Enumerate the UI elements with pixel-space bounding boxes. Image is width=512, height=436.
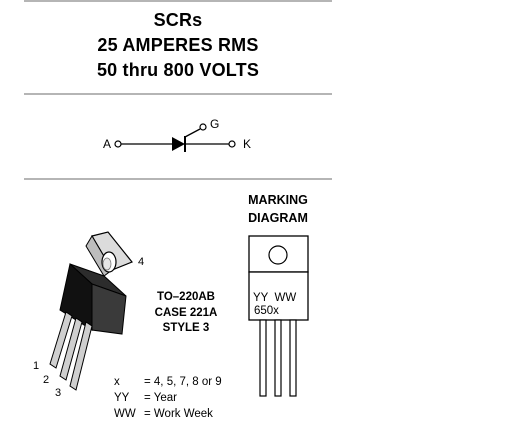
gate-terminal (199, 123, 207, 131)
legend-row-ww: WW = Work Week (114, 408, 213, 420)
legend-key: x (114, 376, 120, 388)
pin-4-label: 4 (138, 256, 145, 268)
symbol-divider (24, 178, 332, 180)
device-title: SCRs (153, 10, 203, 30)
lead-2 (59, 317, 83, 381)
package-style: STYLE 3 (162, 322, 210, 334)
legend-row-x: x = 4, 5, 7, 8 or 9 (114, 376, 222, 388)
current-rating: 25 AMPERES RMS (97, 35, 259, 55)
marking-title-2: DIAGRAM (248, 211, 308, 225)
legend-value: = 4, 5, 7, 8 or 9 (144, 376, 222, 388)
package-case: CASE 221A (154, 307, 218, 319)
header-divider (24, 93, 332, 95)
diode-triangle (172, 137, 185, 151)
pin-3-label: 3 (55, 387, 62, 399)
cathode-label: K (243, 137, 252, 151)
cathode-terminal (228, 140, 236, 148)
marking-mounting-hole (268, 245, 288, 265)
marking-part-code: 650x (254, 305, 279, 317)
legend-key: YY (114, 392, 130, 404)
pin-1-label: 1 (33, 360, 40, 372)
pin-2-label: 2 (43, 374, 50, 386)
voltage-rating: 50 thru 800 VOLTS (96, 60, 260, 80)
marking-lead-1 (259, 319, 267, 397)
marking-title-1: MARKING (248, 193, 308, 207)
legend-key: WW (114, 408, 136, 420)
marking-lead-3 (289, 319, 297, 397)
package-type: TO–220AB (157, 291, 215, 303)
package-body-side (91, 283, 127, 335)
gate-wire (184, 128, 201, 138)
legend-value: = Work Week (144, 408, 213, 420)
top-divider (24, 0, 332, 2)
legend-row-yy: YY = Year (114, 392, 177, 404)
legend-value: = Year (144, 392, 177, 404)
lead-1 (49, 311, 73, 369)
marking-lead-2 (274, 319, 282, 397)
anode-label: A (103, 137, 112, 151)
gate-label: G (210, 117, 220, 131)
marking-date-code: YY WW (253, 292, 297, 304)
lead-3 (69, 321, 93, 391)
